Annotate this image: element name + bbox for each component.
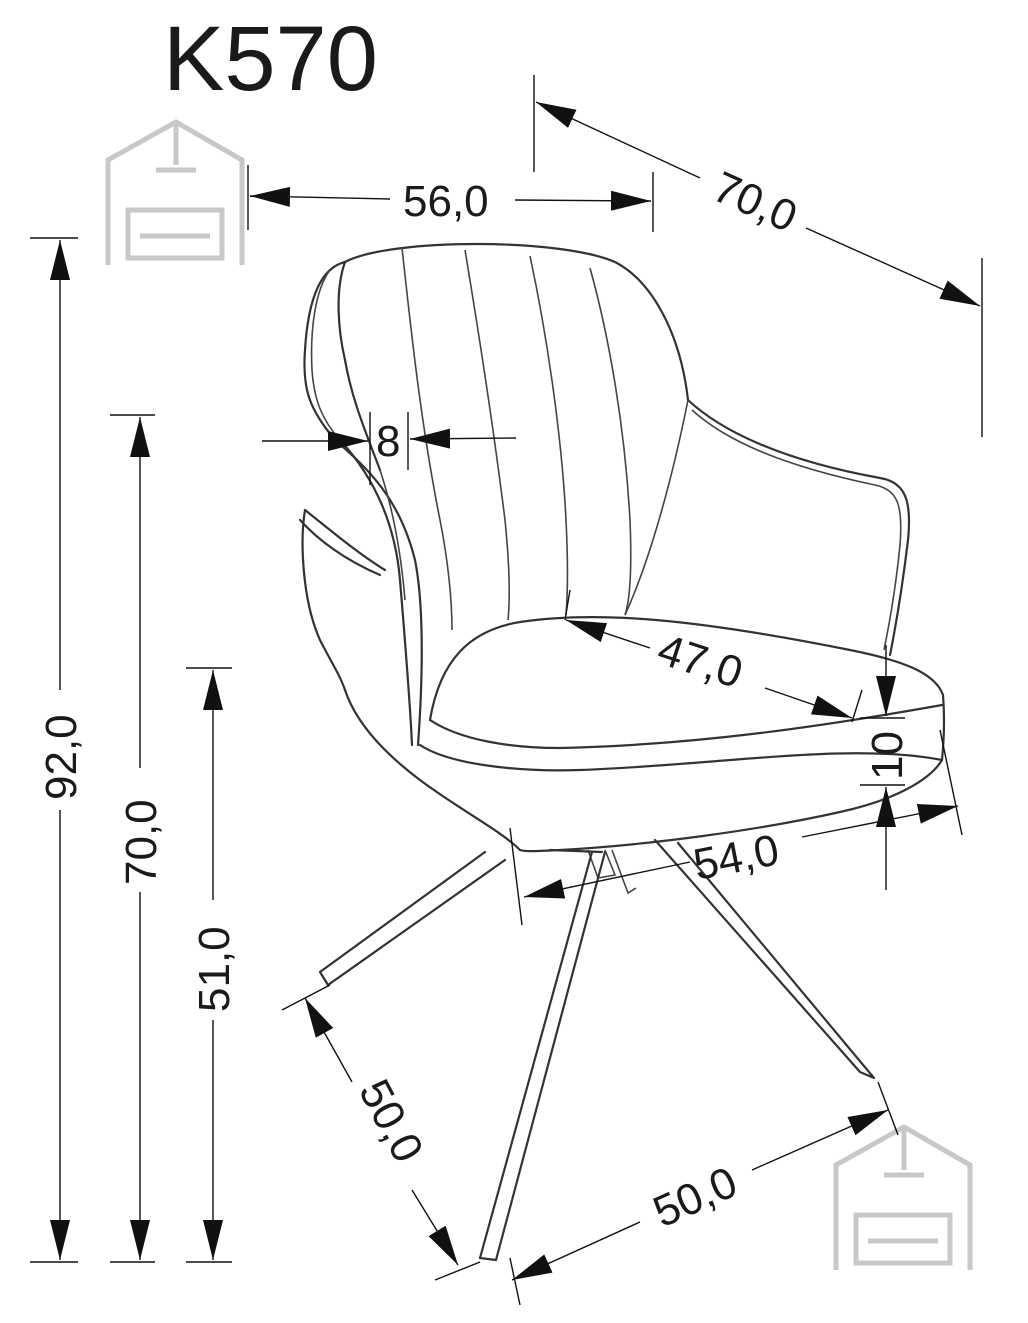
armrest-height-dimension: 70,0 — [110, 414, 166, 1263]
total-height-dimension: 92,0 — [30, 237, 86, 1263]
seat-depth-label: 47,0 — [652, 625, 749, 698]
seat-thickness-label: 10 — [863, 731, 912, 780]
armrest-height-label: 70,0 — [117, 799, 166, 885]
furniture-house-logo-icon — [105, 119, 245, 265]
backrest-thickness-label: 8 — [376, 417, 400, 466]
chair-drawing — [298, 242, 946, 1262]
base-width-label: 50,0 — [646, 1158, 744, 1238]
total-height-label: 92,0 — [37, 714, 86, 800]
width-label: 56,0 — [403, 177, 489, 226]
depth-label: 70,0 — [706, 162, 804, 242]
base-width-dimension: 50,0 — [509, 1081, 899, 1306]
seat-depth-dimension: 47,0 — [564, 589, 863, 723]
seat-thickness-dimension: 10 — [860, 645, 912, 890]
seat-height-label: 51,0 — [190, 926, 239, 1012]
product-title: K570 — [163, 8, 378, 110]
backrest-thickness-dimension: 8 — [262, 412, 517, 485]
seat-height-dimension: 51,0 — [186, 667, 239, 1263]
base-depth-dimension: 50,0 — [281, 984, 481, 1281]
furniture-house-logo-icon — [833, 1124, 973, 1270]
base-depth-label: 50,0 — [349, 1072, 432, 1171]
width-dimension: 56,0 — [247, 165, 654, 232]
